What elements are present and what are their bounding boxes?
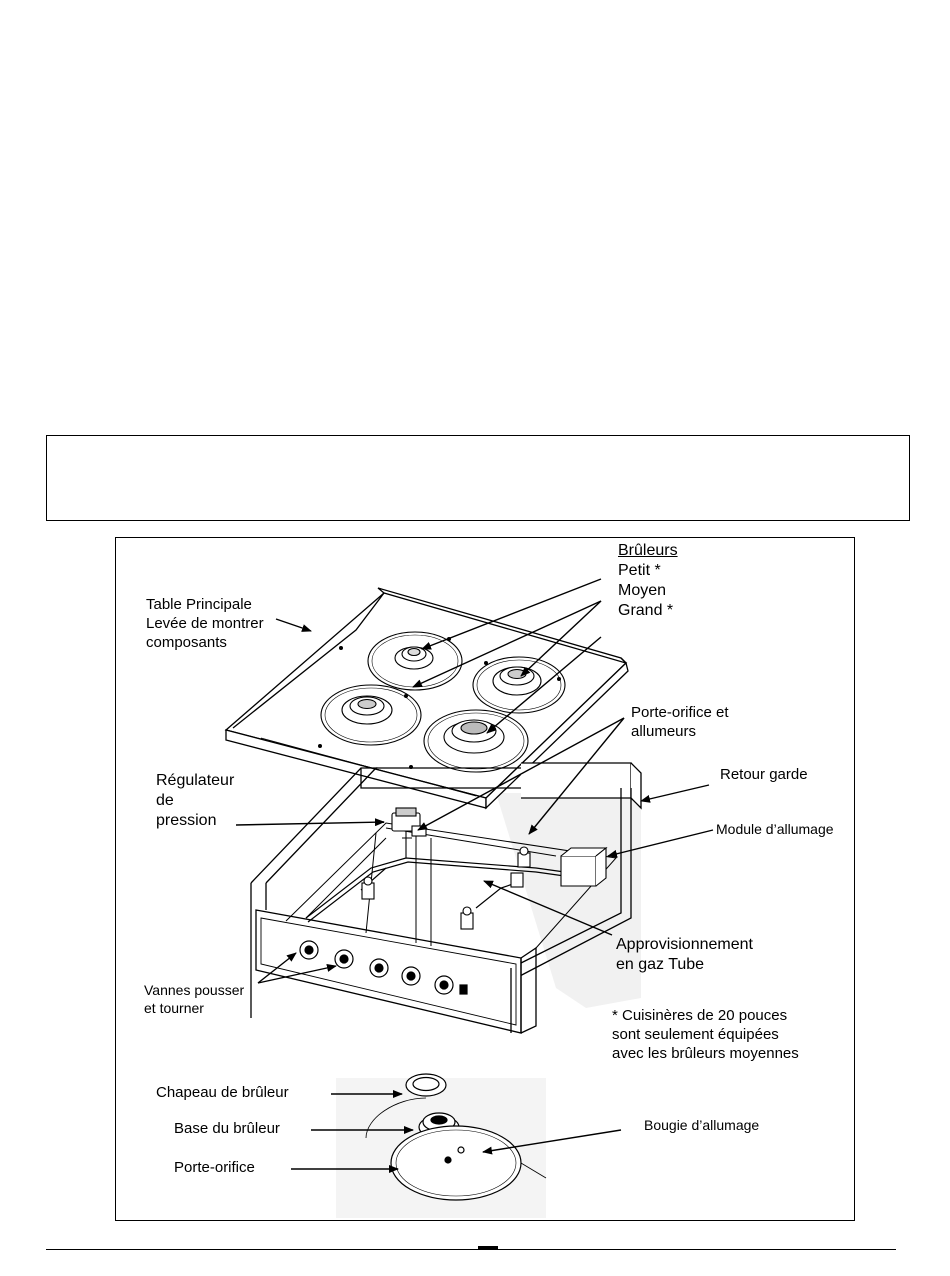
burners-title: Brûleurs: [618, 541, 678, 561]
gas-supply-label-line1: Approvisionnement: [616, 936, 753, 953]
gas-supply-label-line2: en gaz Tube: [616, 956, 705, 973]
orifice-holder-label-line2: allumeurs: [631, 723, 697, 740]
control-knobs: [299, 940, 468, 995]
burner-bottom-left: [320, 684, 422, 746]
note-line3: avec les brûleurs moyennes: [612, 1045, 799, 1062]
regulator-label-line2: de: [156, 792, 174, 809]
table-label-line3: composants: [146, 634, 227, 651]
cooktop-diagram: Brûleurs Petit * Moyen Grand * Table Pri…: [115, 537, 855, 1221]
orifice-holder-label-line1: Porte-orifice et: [631, 704, 729, 721]
ignition-module-box: [560, 846, 608, 887]
regulator-label-line1: Régulateur: [156, 772, 235, 789]
valves-label-line1: Vannes pousser: [144, 982, 245, 998]
footer-mark: [478, 1246, 498, 1250]
valves-label-line2: et tourner: [144, 1000, 204, 1016]
footer-rule: [46, 1249, 896, 1250]
burner-large-label: Grand *: [618, 602, 674, 619]
retour-garde-label: Retour garde: [720, 766, 808, 783]
orifice-holder-plate: [365, 1097, 547, 1201]
pressure-regulator: [391, 807, 427, 858]
cooktop-illustration: [224, 578, 714, 1218]
burner-cap-label: Chapeau de brûleur: [156, 1084, 289, 1101]
burner-small-label: Petit *: [618, 562, 661, 579]
burner-base-label: Base du brûleur: [174, 1120, 280, 1137]
range-chassis: [250, 762, 642, 1034]
empty-text-box: [46, 435, 910, 521]
note-line2: sont seulement équipées: [612, 1026, 779, 1043]
ignition-module-label: Module d’allumage: [716, 821, 834, 837]
regulator-label-line3: pression: [156, 812, 217, 829]
burner-medium-label: Moyen: [618, 582, 667, 599]
note-line1: * Cuisinères de 20 pouces: [612, 1007, 788, 1024]
table-label-line1: Table Principale: [146, 596, 252, 613]
leader-arrows: [235, 578, 714, 1173]
burner-cap-part: [405, 1073, 447, 1097]
orifice-label: Porte-orifice: [174, 1159, 255, 1176]
orifice-holders: [361, 846, 531, 930]
spark-plug-label: Bougie d’allumage: [644, 1117, 760, 1133]
burner-top-left: [367, 631, 463, 691]
table-label-line2: Levée de montrer: [146, 615, 264, 632]
burners-title-text: Brûleurs: [618, 542, 678, 559]
